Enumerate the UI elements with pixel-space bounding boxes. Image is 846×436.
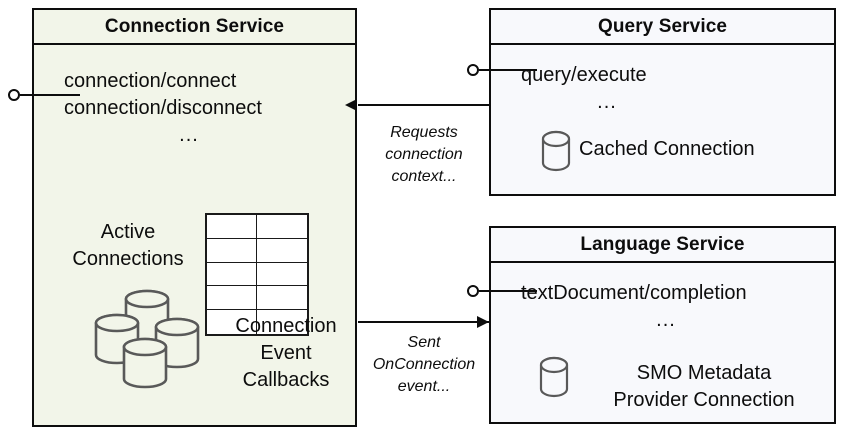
active-connections-label-line1: Active bbox=[100, 221, 156, 243]
cached-connection-label: Cached Connection bbox=[579, 138, 755, 160]
query-service-ellipsis: ... bbox=[597, 91, 617, 113]
connection-event-callbacks-table[interactable] bbox=[205, 213, 309, 336]
active-connections-label: Active Connections bbox=[48, 219, 208, 273]
arrow-requests-connection-context-head-icon bbox=[345, 99, 357, 111]
query-service-body: query/execute ... Cached Connection bbox=[491, 45, 834, 194]
arrow-label-line1: Sent bbox=[407, 334, 441, 351]
connection-service-body: connection/connect connection/disconnect… bbox=[34, 45, 355, 425]
operation-query-execute: query/execute bbox=[521, 64, 647, 86]
language-service-ellipsis: ... bbox=[656, 309, 676, 331]
smo-label-line2: Provider Connection bbox=[613, 389, 795, 411]
operation-connection-disconnect: connection/disconnect bbox=[64, 97, 262, 119]
table-cell bbox=[207, 286, 257, 311]
database-cluster-icon bbox=[86, 285, 206, 393]
callbacks-label-line1: Connection bbox=[235, 315, 337, 337]
table-cell bbox=[257, 286, 307, 311]
arrow-label-line2: connection bbox=[385, 146, 463, 163]
table-cell bbox=[207, 262, 257, 287]
smo-label-line1: SMO Metadata bbox=[636, 362, 772, 384]
arrow-requests-connection-context-line bbox=[358, 104, 490, 106]
lollipop-stem-icon bbox=[479, 69, 537, 71]
lollipop-stem-icon bbox=[20, 94, 80, 96]
table-cell bbox=[207, 310, 257, 334]
language-service-header: Language Service bbox=[491, 228, 834, 263]
lollipop-ball-icon bbox=[467, 64, 479, 76]
connection-service-header: Connection Service bbox=[34, 10, 355, 45]
arrow-label-line3: context... bbox=[391, 168, 457, 185]
connection-service-ellipsis: ... bbox=[179, 124, 199, 146]
arrow-label-line3: event... bbox=[397, 378, 451, 395]
lollipop-stem-icon bbox=[479, 290, 537, 292]
active-connections-label-line2: Connections bbox=[72, 248, 184, 270]
table-cell bbox=[257, 263, 307, 287]
connection-service-operations: connection/connect connection/disconnect… bbox=[64, 68, 314, 149]
connection-event-callbacks-label: Connection Event Callbacks bbox=[206, 313, 366, 394]
table-cell bbox=[257, 239, 307, 263]
operation-connection-connect: connection/connect bbox=[64, 70, 237, 92]
smo-metadata-provider-connection-label: SMO Metadata Provider Connection bbox=[579, 360, 829, 414]
arrow-sent-onconnection-event-head-icon bbox=[477, 316, 489, 328]
table-cell bbox=[207, 215, 257, 239]
component-query-service[interactable]: Query Service query/execute ... Cached C… bbox=[489, 8, 836, 196]
table-cell bbox=[207, 238, 257, 263]
query-service-operations: query/execute ... bbox=[521, 62, 693, 116]
component-language-service[interactable]: Language Service textDocument/completion… bbox=[489, 226, 836, 424]
database-icon bbox=[539, 356, 569, 398]
query-service-title: Query Service bbox=[597, 15, 728, 37]
arrow-label-requests-connection-context: Requests connection context... bbox=[354, 122, 494, 188]
language-service-title: Language Service bbox=[580, 233, 745, 255]
callbacks-label-line3: Callbacks bbox=[242, 369, 330, 391]
arrow-label-line2: OnConnection bbox=[372, 356, 476, 373]
arrow-label-line1: Requests bbox=[390, 124, 458, 141]
arrow-label-sent-onconnection-event: Sent OnConnection event... bbox=[354, 332, 494, 398]
database-icon bbox=[541, 130, 571, 172]
query-service-header: Query Service bbox=[491, 10, 834, 45]
language-service-operations: textDocument/completion ... bbox=[521, 280, 811, 334]
operation-textdocument-completion: textDocument/completion bbox=[521, 282, 747, 304]
table-cell bbox=[257, 215, 307, 239]
lollipop-ball-icon bbox=[8, 89, 20, 101]
lollipop-ball-icon bbox=[467, 285, 479, 297]
language-service-body: textDocument/completion ... SMO Metadata… bbox=[491, 263, 834, 422]
arrow-sent-onconnection-event-line bbox=[358, 321, 490, 323]
connection-service-title: Connection Service bbox=[104, 15, 285, 37]
component-connection-service[interactable]: Connection Service connection/connect co… bbox=[32, 8, 357, 427]
callbacks-label-line2: Event bbox=[260, 342, 312, 364]
